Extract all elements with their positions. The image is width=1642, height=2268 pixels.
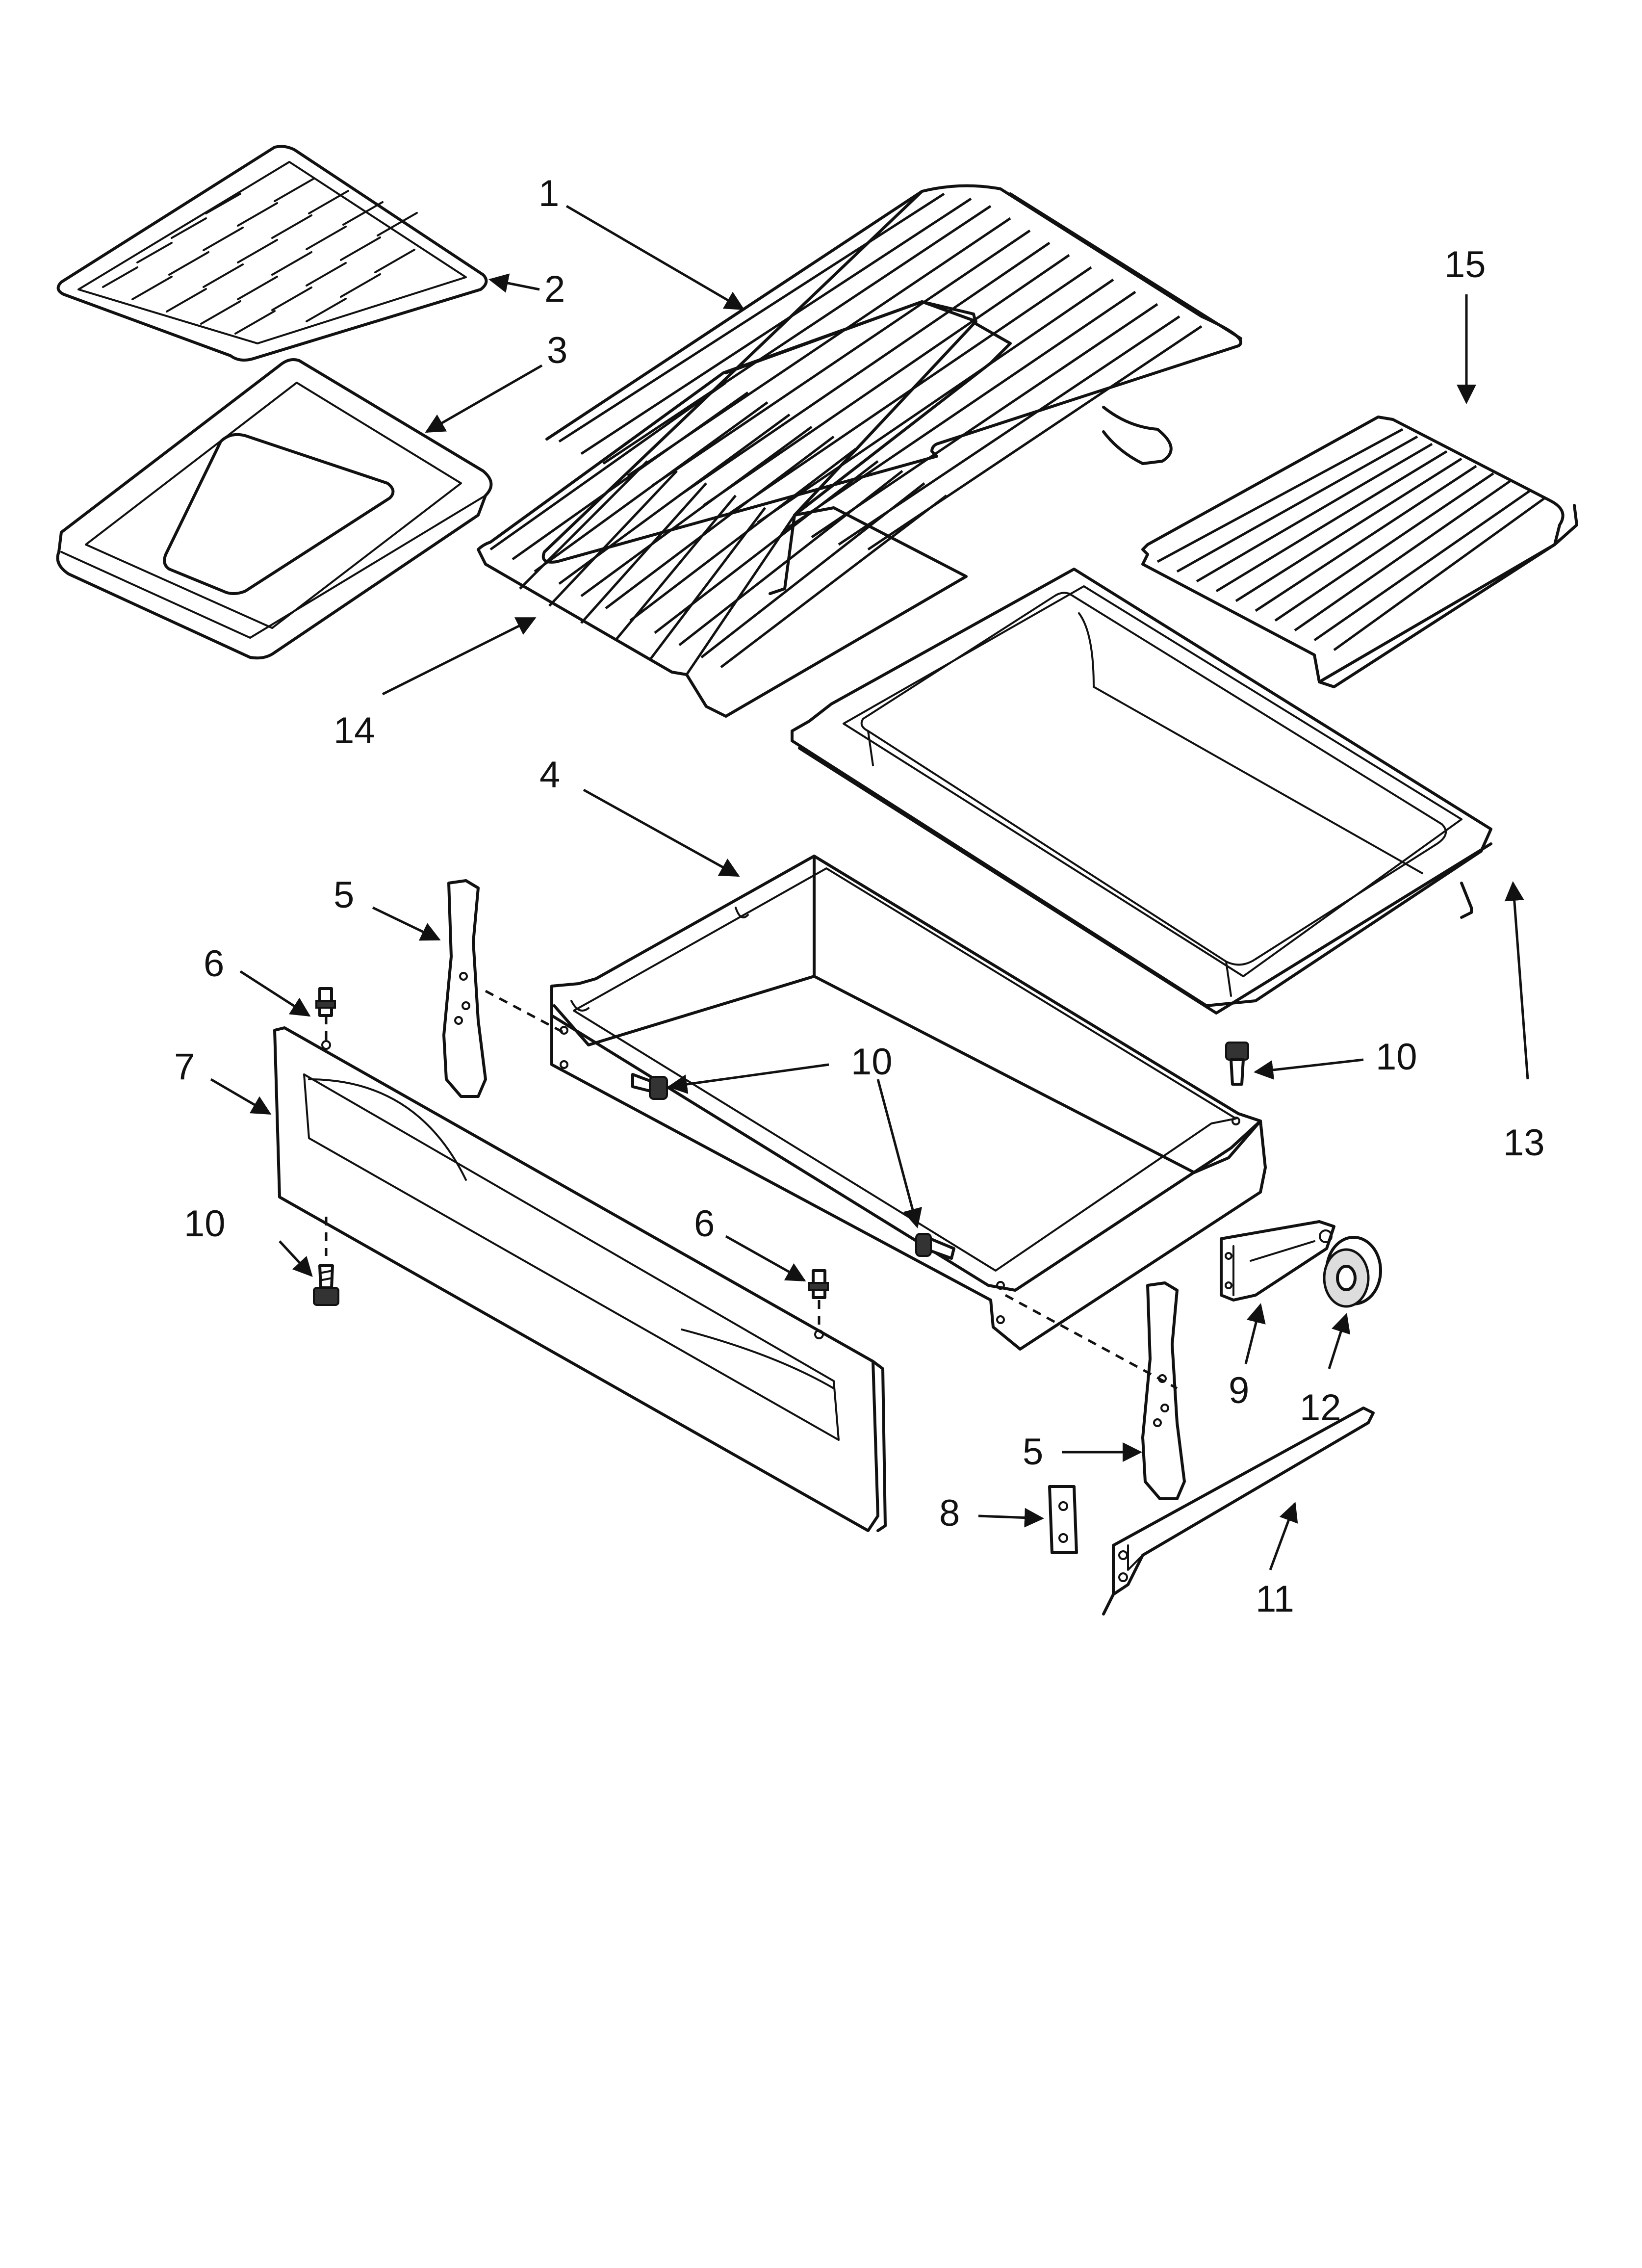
callout-12: 12 [1300,1387,1341,1429]
slide-bracket-right [1141,1281,1186,1500]
pin-left [315,987,336,1017]
callout-13: 13 [1503,1122,1545,1164]
oven-rack [541,184,1242,564]
drawer-rail [1102,1407,1375,1616]
callout-2: 2 [544,268,565,310]
drawer-pan [791,568,1492,1015]
grid-slots [102,178,418,335]
small-wire-rack [1141,416,1578,688]
pin-right [808,1269,829,1299]
roller-wheel [1323,1236,1382,1308]
callout-4: 4 [539,754,560,796]
callout-5-left: 5 [334,874,354,916]
small-bracket [1048,1485,1078,1554]
drawer-front-panel [273,1026,887,1532]
callout-7: 7 [174,1046,195,1088]
drawer-body [550,855,1267,1351]
leader-lines [210,205,1529,1570]
roller-bracket [1220,1220,1335,1302]
screw-drawer-right [1225,1042,1249,1086]
screw-drawer-center [915,1233,955,1260]
callout-15: 15 [1444,244,1486,286]
callout-11: 11 [1256,1578,1294,1620]
callout-6-left: 6 [204,943,224,985]
broiler-pan-grid [56,145,488,362]
screw-drawer-left [631,1073,668,1100]
callout-labels: 1 2 3 15 14 4 13 5 6 7 10 10 10 6 9 12 5… [174,173,1545,1620]
callout-10-drawer-left: 10 [851,1041,893,1083]
callout-6-right: 6 [694,1203,715,1245]
callout-10-front: 10 [184,1203,226,1245]
callout-8: 8 [939,1492,960,1534]
callout-3: 3 [547,330,567,371]
callout-14: 14 [334,710,375,752]
broiler-pan [56,358,493,660]
slide-bracket-left [442,879,487,1098]
broil-rack [477,300,1012,718]
callout-5-right: 5 [1023,1431,1043,1473]
screw-front [313,1264,339,1306]
callout-10-drawer-right: 10 [1376,1036,1417,1078]
callout-9: 9 [1229,1370,1249,1411]
callout-1: 1 [539,173,559,214]
assembly-line-right [1004,1294,1178,1390]
